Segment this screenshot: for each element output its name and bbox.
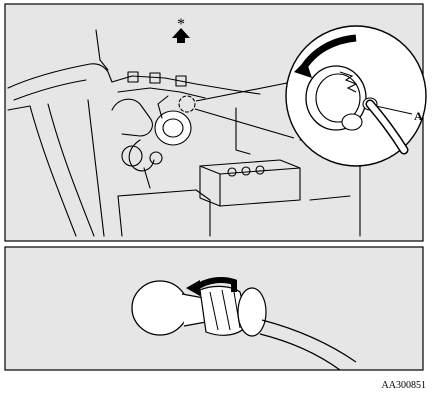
headlamp-bulb-socket xyxy=(155,111,191,145)
part-a-label: A xyxy=(414,109,423,123)
figure-code: AA300851 xyxy=(382,380,426,391)
connector-body xyxy=(342,114,362,130)
bottom-panel xyxy=(5,247,423,370)
bulb-glass xyxy=(132,281,188,335)
top-panel: * xyxy=(5,4,426,241)
socket-rear-flange xyxy=(238,288,266,336)
zoom-detail: A xyxy=(286,26,426,166)
